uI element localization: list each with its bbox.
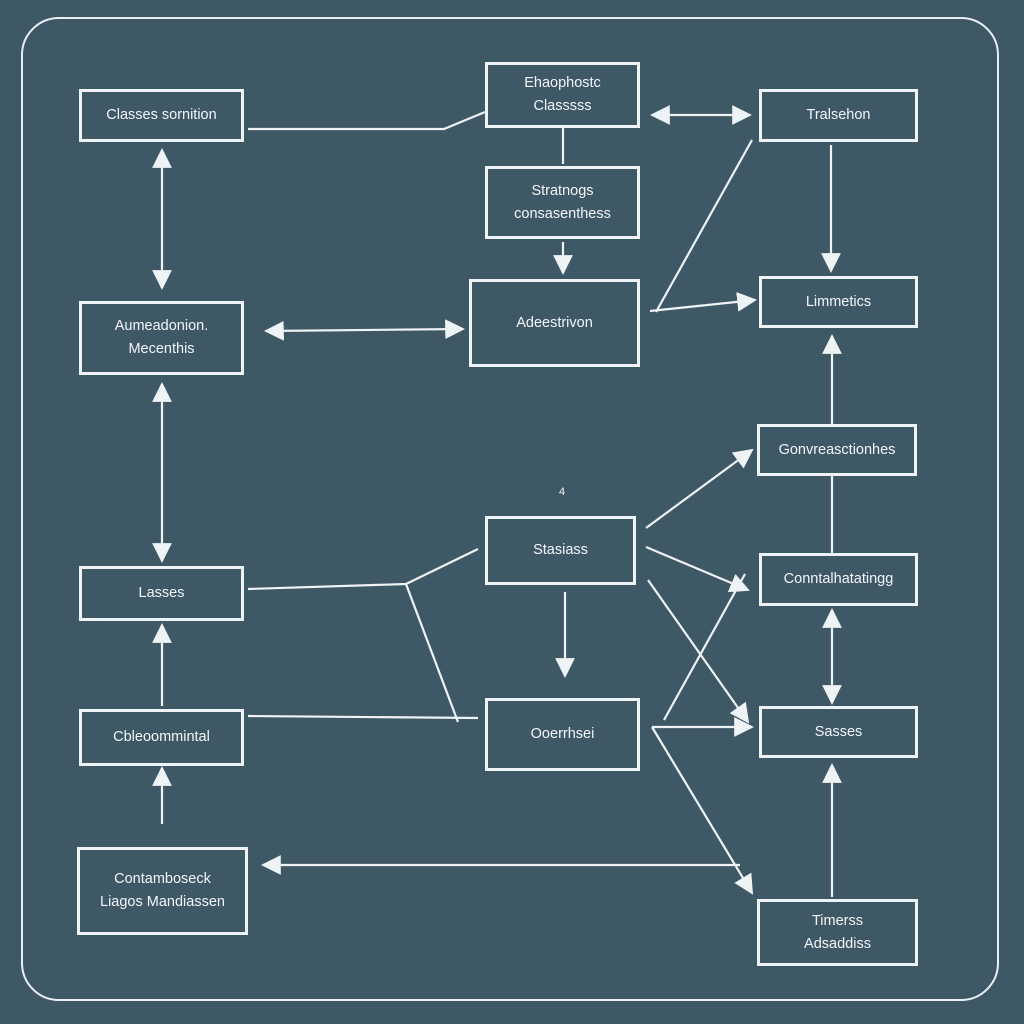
node-label-line-1: Timerss (811, 912, 863, 929)
connector-contrast-obserhsei (663, 573, 746, 721)
node-label: Tralsehon (806, 107, 871, 123)
node-adestrivon[interactable]: Adeestrivon (469, 279, 640, 367)
connector-adestrivon-limmetics (649, 292, 757, 313)
connector-transition-adestrivon (655, 139, 753, 313)
node-automation-methods[interactable]: Aumeadonion. Mecenthis (79, 301, 244, 375)
connector-automation-adestrivon (264, 319, 465, 341)
connector-stasses-contrast (645, 545, 750, 593)
node-label-line-2: Adsaddiss (804, 935, 871, 952)
node-label-line-2: Mecenthis (128, 341, 195, 357)
node-sasses[interactable]: Sasses (759, 706, 918, 758)
node-label: Gonvreasctionhes (778, 441, 896, 458)
node-label-line-1: Aumeadonion. (114, 318, 209, 334)
node-lasses[interactable]: Lasses (79, 566, 244, 621)
node-label-line-1: Ehaophostc (524, 75, 601, 91)
node-classes-top-left[interactable]: Classes sornition (79, 89, 244, 142)
node-label: Lasses (138, 585, 185, 601)
node-label: Ooerrhsei (530, 726, 595, 742)
node-label: Conntalhatatingg (783, 571, 894, 587)
node-label: Sasses (814, 723, 863, 740)
node-contambassek[interactable]: Contamboseck Liagos Mandiassen (77, 847, 248, 935)
node-classes-top-center[interactable]: Ehaophostc Classsss (485, 62, 640, 128)
node-classification[interactable]: Cbleoommintal (79, 709, 244, 766)
node-contrast-strategy[interactable]: Conntalhatatingg (759, 553, 918, 606)
node-label: Limmetics (805, 293, 872, 310)
small-marker: 4 (559, 486, 566, 498)
node-transition[interactable]: Tralsehon (759, 89, 918, 142)
diagram-frame (21, 17, 999, 1001)
node-obserhsei[interactable]: Ooerrhsei (485, 698, 640, 771)
node-label-line-2: consasenthess (514, 205, 611, 222)
connector-stasses-sasses (647, 579, 750, 724)
node-conversations[interactable]: Gonvreasctionhes (757, 424, 917, 476)
node-stasses[interactable]: Stasiass (485, 516, 636, 585)
node-label-line-1: Contamboseck (114, 871, 211, 887)
connector-classification-obserhsei (247, 714, 479, 720)
connector-classes-to-ehaophostc (248, 110, 486, 131)
node-label-line-2: Liagos Mandiassen (100, 894, 225, 910)
node-label: Cbleoommintal (113, 729, 210, 745)
node-themasses[interactable]: Timerss Adsaddiss (757, 899, 918, 966)
node-label-line-2: Classsss (533, 98, 592, 114)
connector-lasses-stasses (247, 548, 479, 591)
node-limmetics[interactable]: Limmetics (759, 276, 918, 328)
connector-stasses-conversations (645, 448, 754, 529)
node-label: Adeestrivon (516, 314, 593, 331)
node-strategies[interactable]: Stratnogs consasenthess (485, 166, 640, 239)
connector-obserhsei-themasses (651, 726, 754, 895)
connector-junction-obserhsei (404, 583, 460, 723)
node-label: Stasiass (533, 542, 588, 558)
node-label: Classes sornition (106, 107, 217, 123)
node-label-line-1: Stratnogs (531, 182, 594, 199)
